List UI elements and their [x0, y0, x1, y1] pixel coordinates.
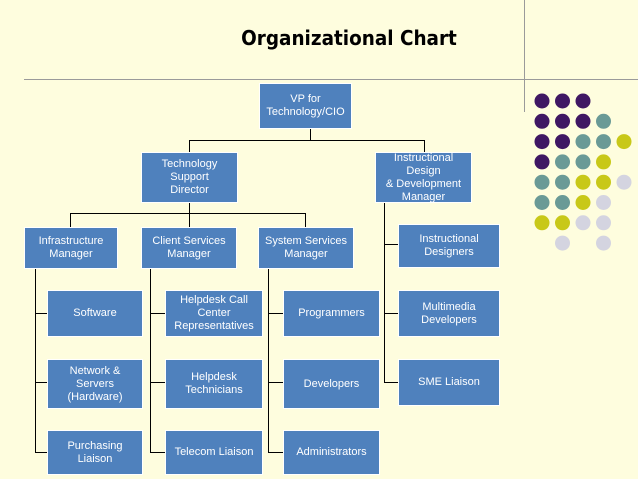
connector: [150, 452, 165, 453]
connector: [268, 268, 269, 452]
node-helpdesk-technicians: Helpdesk Technicians: [165, 359, 263, 409]
connector: [268, 382, 283, 383]
decorative-dot: [596, 134, 611, 150]
node-software: Software: [47, 290, 143, 337]
decorative-dot: [575, 154, 591, 170]
decorative-dot: [575, 113, 591, 129]
decorative-dot: [534, 154, 550, 170]
connector: [310, 128, 311, 140]
connector: [35, 382, 47, 383]
divider-vertical: [524, 0, 525, 112]
page-title: Organizational Chart: [241, 26, 457, 50]
connector: [35, 268, 36, 452]
node-vp: VP for Technology/CIO: [259, 83, 352, 129]
node-telecom-liaison: Telecom Liaison: [165, 430, 263, 475]
decorative-dot: [534, 93, 550, 109]
decorative-dot: [596, 235, 611, 251]
decorative-dot: [575, 174, 591, 190]
decorative-dot: [596, 154, 611, 170]
decorative-dot: [575, 215, 591, 231]
connector: [384, 382, 398, 383]
decorative-dot: [575, 195, 591, 210]
connector: [268, 313, 283, 314]
decorative-dot: [534, 215, 550, 231]
decorative-dot: [596, 174, 611, 190]
node-instructional-designers: Instructional Designers: [398, 224, 500, 268]
decorative-dot: [555, 134, 570, 150]
decorative-dot: [534, 113, 550, 129]
decorative-dot: [596, 195, 611, 210]
decorative-dot: [555, 154, 570, 170]
connector: [150, 268, 151, 452]
node-purchasing-liaison: Purchasing Liaison: [47, 430, 143, 475]
connector: [268, 452, 283, 453]
decorative-dot: [596, 113, 611, 129]
node-tech-support: Technology Support Director: [141, 152, 238, 203]
decorative-dot: [555, 215, 570, 231]
connector: [384, 313, 398, 314]
decorative-dot: [575, 93, 591, 109]
decorative-dot: [534, 195, 550, 210]
node-developers: Developers: [283, 359, 380, 409]
node-client-services: Client Services Manager: [141, 227, 237, 269]
connector: [189, 213, 190, 227]
decorative-dot: [575, 134, 591, 150]
decorative-dot: [534, 174, 550, 190]
decorative-dot: [616, 174, 632, 190]
decorative-dot: [555, 113, 570, 129]
decorative-dot: [555, 174, 570, 190]
node-network-servers: Network & Servers (Hardware): [47, 359, 143, 409]
decorative-dot: [596, 215, 611, 231]
connector: [189, 203, 190, 213]
node-system-services: System Services Manager: [258, 227, 354, 269]
node-infrastructure: Infrastructure Manager: [24, 227, 118, 269]
node-administrators: Administrators: [283, 430, 380, 475]
connector: [424, 140, 425, 152]
connector: [70, 213, 71, 227]
connector: [189, 140, 425, 141]
connector: [35, 313, 47, 314]
connector: [150, 382, 165, 383]
decorative-dot: [534, 134, 550, 150]
decorative-dot: [555, 235, 570, 251]
connector: [305, 213, 306, 227]
node-multimedia-developers: Multimedia Developers: [398, 290, 500, 337]
connector: [384, 203, 385, 383]
connector: [189, 140, 190, 152]
node-programmers: Programmers: [283, 290, 380, 337]
connector: [70, 213, 306, 214]
decorative-dot: [616, 134, 632, 150]
divider-horizontal: [24, 79, 638, 80]
connector: [35, 452, 47, 453]
node-sme-liaison: SME Liaison: [398, 359, 500, 406]
connector: [150, 313, 165, 314]
connector: [384, 244, 398, 245]
node-helpdesk-call-center: Helpdesk Call Center Representatives: [165, 290, 263, 337]
node-instructional-design: Instructional Design & Development Manag…: [375, 152, 472, 203]
decorative-dot: [555, 93, 570, 109]
decorative-dot: [555, 195, 570, 210]
